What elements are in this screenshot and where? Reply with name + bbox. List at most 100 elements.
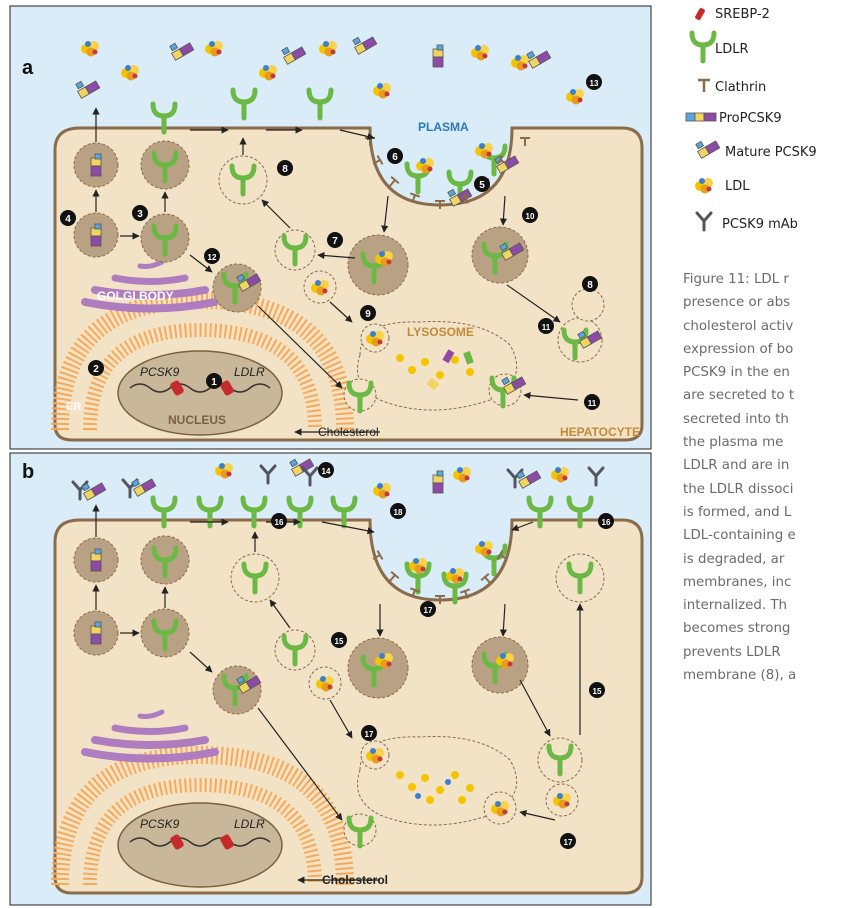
ldlr-icon (692, 33, 714, 61)
gene-ldlr-label-b: LDLR (234, 817, 265, 831)
caption-line: internalized. Th (683, 594, 854, 617)
panel-b: b PCSK9 LDLR (10, 453, 651, 905)
caption-line: the LDLR dissoci (683, 478, 854, 501)
caption-line: prevents LDLR (683, 641, 854, 664)
propcsk9-icon (686, 113, 716, 121)
step-badge-2: 2 (88, 360, 104, 376)
pcsk9-mab-icon (697, 213, 711, 230)
caption-line: secreted into th (683, 408, 854, 431)
caption-line: LDLR and are in (683, 454, 854, 477)
step-badge-15b: 15 (589, 682, 605, 698)
caption-line: presence or abs (683, 291, 854, 314)
panel-a-letter: a (22, 57, 34, 79)
golgi-label: GOLGI BODY (97, 289, 174, 303)
hepatocyte-label: HEPATOCYTE (560, 425, 640, 439)
cholesterol-label-a: Cholesterol (318, 425, 379, 439)
svg-text:LDL: LDL (725, 179, 750, 194)
caption-line: the plasma me (683, 431, 854, 454)
step-badge-11b: 11 (584, 394, 600, 410)
step-badge-16: 16 (271, 513, 287, 529)
step-badge-8: 8 (277, 160, 293, 176)
ldl-icon (695, 178, 713, 194)
clathrin-icon (698, 80, 710, 92)
svg-text:2: 2 (93, 364, 99, 375)
panel-b-letter: b (22, 461, 34, 483)
legend-item-mature-pcsk9: Mature PCSK9 (696, 141, 817, 160)
cholesterol-label-b: Cholesterol (322, 873, 388, 887)
step-badge-14: 14 (318, 462, 334, 478)
caption-line: PCSK9 in the en (683, 361, 854, 384)
figure-caption: Figure 11: LDL r presence or abs cholest… (683, 268, 854, 908)
caption-line: is formed, and L (683, 501, 854, 524)
mature-pcsk9-icon (696, 141, 720, 158)
step-badge-9: 9 (360, 305, 376, 321)
step-badge-7: 7 (327, 232, 343, 248)
svg-text:17: 17 (424, 606, 433, 615)
legend-item-ldlr: LDLR (692, 33, 749, 61)
svg-text:6: 6 (392, 152, 398, 163)
svg-text:SREBP-2: SREBP-2 (715, 7, 770, 22)
legend-item-clathrin: Clathrin (698, 80, 766, 95)
svg-text:9: 9 (365, 309, 371, 320)
gene-pcsk9-label-b: PCSK9 (140, 817, 180, 831)
caption-line: LDL-containing e (683, 524, 854, 547)
legend-item-srebp2: SREBP-2 (694, 7, 770, 22)
step-badge-13: 13 (586, 74, 602, 90)
caption-line: is degraded, ar (683, 548, 854, 571)
gene-pcsk9-label: PCSK9 (140, 365, 180, 379)
svg-text:5: 5 (479, 180, 485, 191)
svg-text:10: 10 (526, 212, 535, 221)
svg-text:15: 15 (335, 637, 344, 646)
svg-text:16: 16 (602, 518, 611, 527)
step-badge-3: 3 (132, 205, 148, 221)
caption-line: becomes strong (683, 617, 854, 640)
step-badge-17c: 17 (560, 833, 576, 849)
panel-a: a PLASMA ER PCSK9 LDLR NUCLEUS GOLGI BOD… (10, 6, 651, 449)
svg-text:PCSK9 mAb: PCSK9 mAb (722, 217, 798, 232)
svg-text:1: 1 (211, 377, 217, 388)
svg-text:14: 14 (322, 467, 331, 476)
caption-line: are secreted to t (683, 384, 854, 407)
svg-text:16: 16 (275, 518, 284, 527)
svg-text:4: 4 (65, 214, 71, 225)
caption-line: expression of bo (683, 338, 854, 361)
step-badge-5: 5 (474, 176, 490, 192)
step-badge-6: 6 (387, 148, 403, 164)
step-badge-4: 4 (60, 210, 76, 226)
step-badge-18: 18 (390, 503, 406, 519)
legend-item-pcsk9-mab: PCSK9 mAb (697, 213, 798, 232)
caption-line: membranes, inc (683, 571, 854, 594)
svg-text:8: 8 (282, 164, 288, 175)
lysosome-label: LYSOSOME (407, 325, 474, 339)
svg-text:15: 15 (593, 687, 602, 696)
svg-text:11: 11 (588, 399, 597, 408)
srebp2-icon (694, 7, 705, 20)
step-badge-10: 10 (522, 207, 538, 223)
legend-item-ldl: LDL (695, 178, 750, 194)
svg-text:3: 3 (137, 209, 143, 220)
caption-line: membrane (8), a (683, 664, 854, 687)
nucleus-b (118, 803, 282, 887)
plasma-label: PLASMA (418, 120, 469, 134)
svg-text:LDLR: LDLR (715, 42, 749, 57)
step-badge-17: 17 (420, 601, 436, 617)
step-badge-17b: 17 (361, 725, 377, 741)
step-badge-11: 11 (538, 318, 554, 334)
svg-text:ProPCSK9: ProPCSK9 (719, 111, 782, 126)
caption-line: Figure 11: LDL r (683, 268, 854, 291)
svg-text:17: 17 (564, 838, 573, 847)
legend: SREBP-2 LDLR Clathrin ProPCSK9 Mature PC… (686, 7, 817, 232)
svg-text:11: 11 (542, 323, 551, 332)
svg-text:8: 8 (587, 280, 593, 291)
er-label: ER (66, 401, 81, 413)
step-badge-1: 1 (206, 373, 222, 389)
step-badge-16b: 16 (598, 513, 614, 529)
svg-text:Clathrin: Clathrin (715, 80, 766, 95)
step-badge-8b: 8 (582, 276, 598, 292)
gene-ldlr-label: LDLR (234, 365, 265, 379)
svg-text:18: 18 (394, 508, 403, 517)
svg-text:13: 13 (590, 79, 599, 88)
caption-line: cholesterol activ (683, 315, 854, 338)
legend-item-propcsk9: ProPCSK9 (686, 111, 782, 126)
svg-text:12: 12 (208, 253, 217, 262)
